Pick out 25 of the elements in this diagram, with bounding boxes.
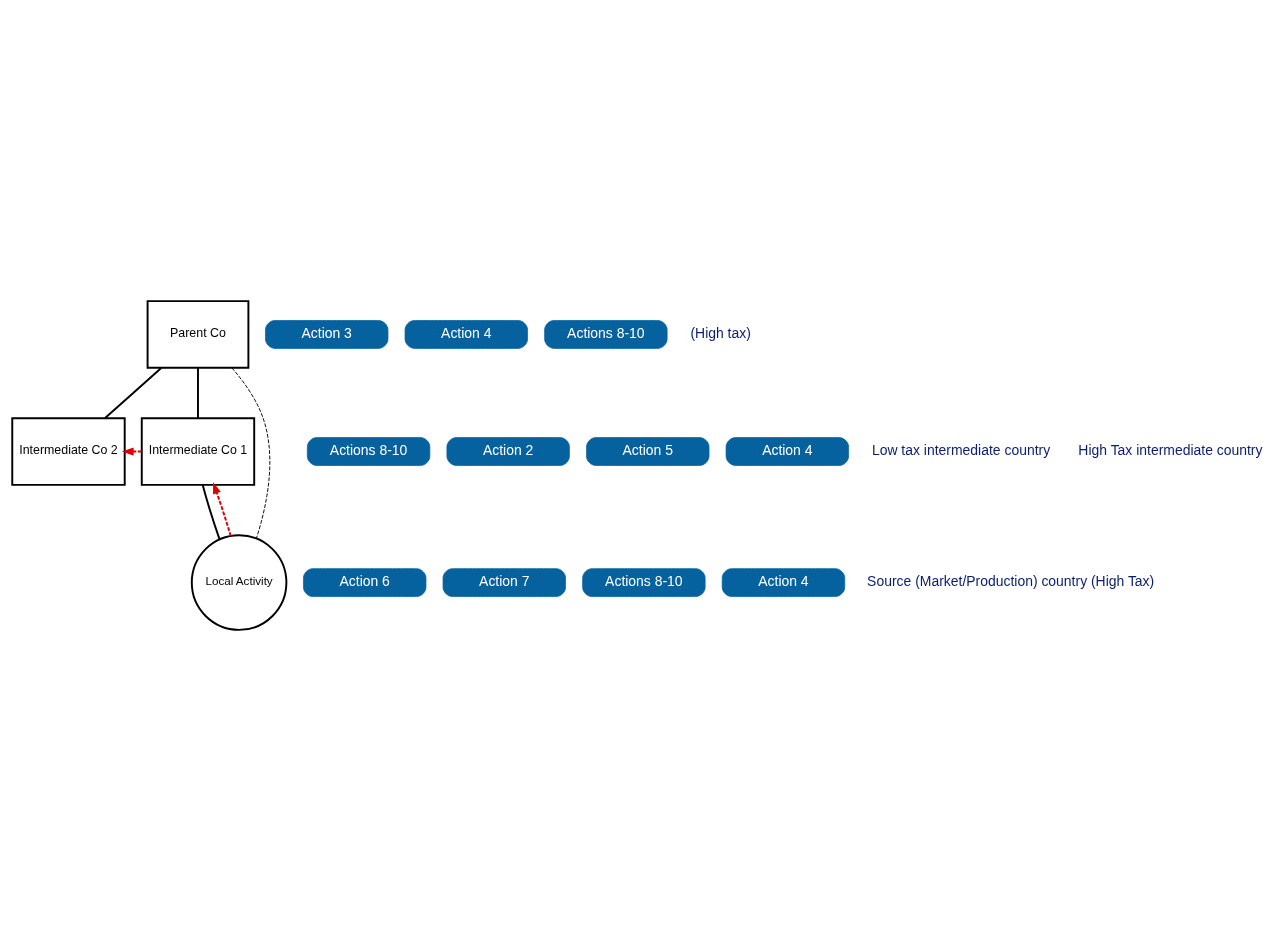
- node-box: Intermediate Co 2: [11, 417, 126, 486]
- node-box: Actions 8-10: [306, 437, 431, 466]
- node-box: Action 2: [446, 437, 570, 466]
- node-box: Action 5: [586, 437, 710, 466]
- node-box: Parent Co: [146, 300, 250, 369]
- connector: [231, 367, 271, 539]
- node-box: Action 4: [404, 320, 528, 349]
- connector: [104, 367, 163, 420]
- node-box: Action 6: [303, 568, 427, 597]
- label: High Tax intermediate country: [1078, 441, 1263, 458]
- label: (High tax): [690, 324, 751, 341]
- label: Low tax intermediate country: [871, 441, 1051, 458]
- label: Source (Market/Production) country (High Tax): [867, 573, 1155, 590]
- connector: [197, 367, 199, 420]
- node-box: Actions 8-10: [582, 568, 706, 597]
- connector: [201, 484, 221, 541]
- arrow: [121, 447, 143, 456]
- node-box: Intermediate Co 1: [140, 417, 256, 486]
- node-circle: Local Activity: [190, 534, 288, 631]
- arrow: [213, 482, 232, 537]
- node-box: Action 4: [721, 568, 846, 597]
- node-box: Action 7: [442, 568, 566, 597]
- node-box: Action 4: [725, 437, 849, 466]
- node-box: Actions 8-10: [544, 320, 668, 349]
- node-box: Action 3: [265, 320, 389, 349]
